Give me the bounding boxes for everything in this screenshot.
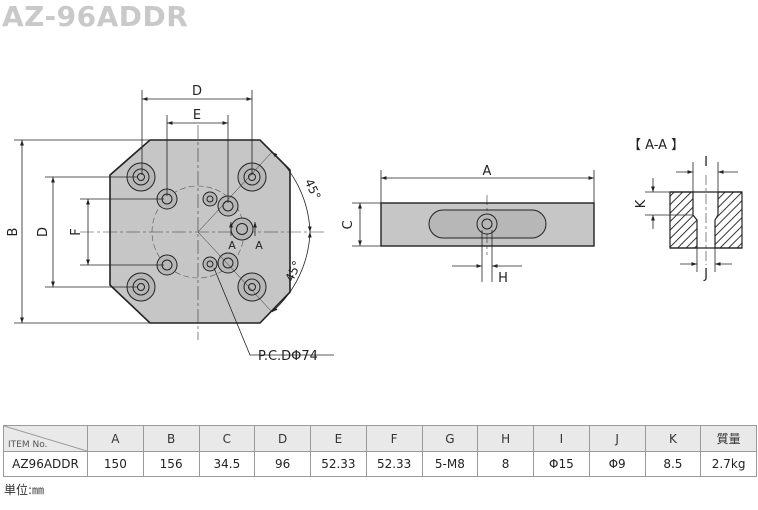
column-header-b: B [142,425,200,452]
section-label-right: A [255,239,263,252]
dim-label-e: E [193,108,201,123]
table-header-row: ITEM No. A B C D E F G H I J K 質量 [3,425,757,452]
dim-label-c: C [341,220,356,229]
dim-label-f: F [69,228,84,235]
column-header-e: E [310,425,367,452]
side-hole-outer [476,213,498,235]
dim-label-i: I [704,155,708,170]
side-hole-inner [481,218,493,230]
dimension-f [80,198,164,266]
dim-label-a: A [483,164,492,179]
dim-label-b: B [6,228,21,237]
column-header-h: H [477,425,534,452]
column-header-j: J [588,425,646,452]
column-header-a: A [87,425,144,452]
table-cell: 2.7kg [700,451,757,477]
column-header-weight: 質量 [700,425,757,452]
section-title: 【 A-A 】 [628,138,684,153]
table-cell: 5-M8 [421,451,479,477]
front-view: D E B D F [6,84,334,364]
section-label-left: A [228,239,236,252]
table-cell: Φ15 [533,451,590,477]
section-view: 【 A-A 】 I K J [628,138,743,282]
dimension-d-vertical [45,176,138,288]
dim-label-d-top: D [192,84,202,99]
pcd-leader [213,267,334,356]
side-view: A C H [341,164,595,286]
column-header-f: F [365,425,423,452]
pcd-label: P.C.DΦ74 [258,349,318,364]
page-title: AZ-96ADDR [2,0,189,33]
dim-label-h: H [498,271,508,286]
column-header-i: I [533,425,590,452]
table-cell: 34.5 [198,451,256,477]
table-cell: 52.33 [310,451,367,477]
inner-holes [156,188,254,276]
table-row: AZ96ADDR 150 156 34.5 96 52.33 52.33 5-M… [3,451,757,477]
dimension-i [676,162,738,192]
table-cell: 150 [87,451,144,477]
dimension-a [380,170,595,203]
dim-label-d-vertical: D [36,227,51,237]
dim-label-k: K [634,199,649,208]
section-marks [229,222,257,236]
column-header-k: K [644,425,702,452]
item-number-header: ITEM No. [3,425,88,452]
dimension-e [166,115,229,203]
unit-note: 単位:㎜ [4,483,45,497]
angle-label-upper: 45° [302,177,324,202]
table-cell: 96 [254,451,311,477]
table-cell: 52.33 [365,451,423,477]
dimension-d-top [141,90,253,175]
dimension-b [14,139,150,324]
angle-arcs [197,151,312,313]
table-cell: 8 [477,451,534,477]
item-number-cell: AZ96ADDR [3,451,88,477]
dimension-h [452,230,522,282]
table-cell: 8.5 [644,451,702,477]
column-header-c: C [198,425,256,452]
dimension-k [645,178,693,229]
dim-label-j: J [703,267,708,282]
column-header-g: G [421,425,479,452]
table-cell: 156 [142,451,200,477]
item-number-header-label: ITEM No. [8,439,48,450]
dimension-j [680,248,732,272]
dimension-c [352,202,381,247]
spec-table: ITEM No. A B C D E F G H I J K 質量 AZ96AD… [3,425,757,477]
table-cell: Φ9 [588,451,646,477]
column-header-d: D [254,425,311,452]
technical-drawing: D E B D F [6,84,743,364]
